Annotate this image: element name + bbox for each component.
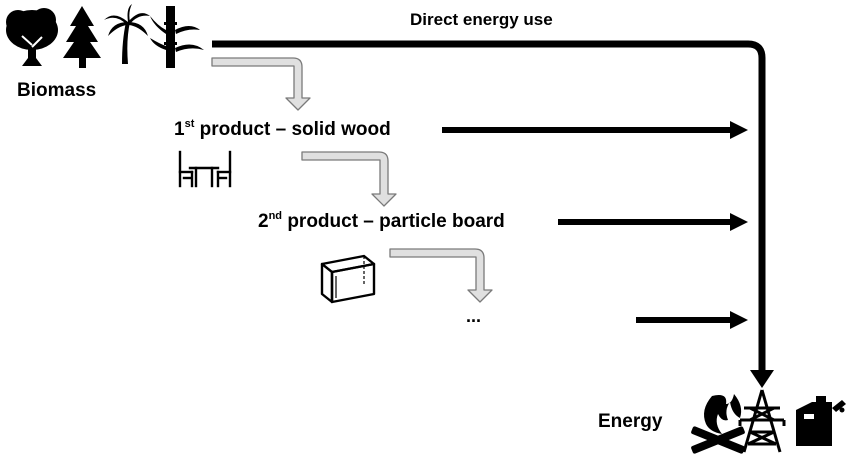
product-1-number: 1 [174,119,185,140]
campfire-icon [691,394,745,454]
product-1-label: 1st product – solid wood [174,119,391,141]
direct-energy-use-label: Direct energy use [410,10,553,29]
deciduous-tree-icon [6,8,58,66]
product-1-ordinal: st [184,118,195,130]
product-2-text: product – particle board [287,211,505,232]
product-1-energy-arrow [442,121,748,139]
fuel-canister-icon [796,396,846,446]
direct-energy-flow-arrow [212,40,766,372]
product-2-energy-arrow [558,213,748,231]
palm-tree-icon [104,4,150,64]
conifer-tree-icon [63,6,101,68]
product-2-label: 2nd product – particle board [258,211,505,233]
table-and-chairs-icon [178,150,232,188]
cascade-arrow-product-1-to-product-2 [301,151,397,207]
board-panel-icon [320,254,376,304]
product-1-text: product – solid wood [199,119,391,140]
continuation-energy-arrow [636,311,748,329]
cascade-arrow-biomass-to-product-1 [211,57,311,111]
power-pylon-icon [738,389,786,453]
cascade-arrow-product-2-to-continuation [389,248,493,303]
energy-label: Energy [598,411,663,432]
bamboo-icon [150,6,204,68]
product-2-ordinal: nd [268,210,283,222]
continuation-label: ... [466,306,482,326]
biomass-label: Biomass [17,80,97,101]
product-2-number: 2 [258,211,269,232]
direct-energy-arrowhead [750,370,774,388]
